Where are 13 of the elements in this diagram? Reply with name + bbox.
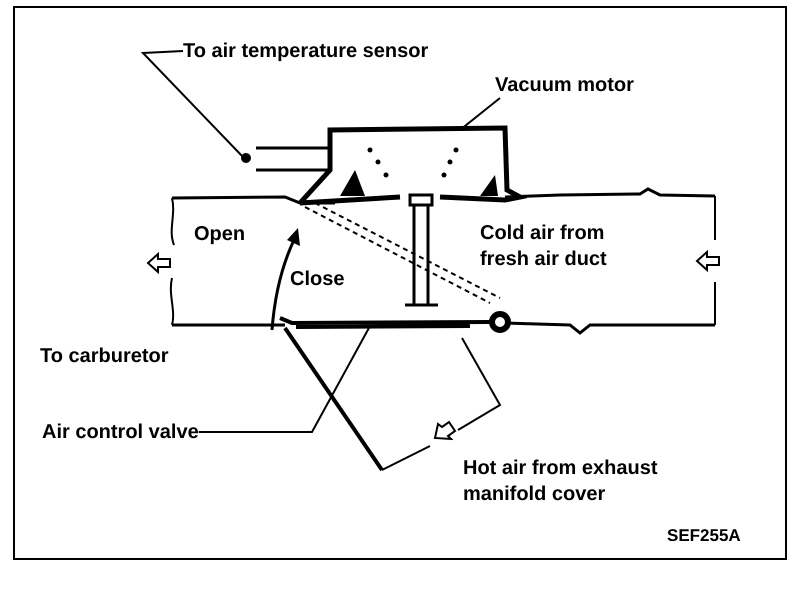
leader-line bbox=[140, 50, 244, 158]
figure-code: SEF255A bbox=[667, 525, 742, 547]
part-label: Vacuum motor bbox=[495, 73, 634, 98]
airflow-label: Cold air from fresh air duct bbox=[480, 221, 608, 272]
valve-state-label: Close bbox=[290, 267, 346, 292]
valve-flap bbox=[278, 316, 492, 329]
valve-state-label: Open bbox=[194, 222, 246, 247]
airflow-label: Hot air from exhaust manifold cover bbox=[463, 456, 658, 507]
airflow-label: To carburetor bbox=[40, 344, 170, 369]
part-label: To air temperature sensor bbox=[183, 39, 428, 64]
leader-line bbox=[198, 326, 371, 433]
vacuum-motor bbox=[298, 125, 528, 206]
part-label: Air control valve bbox=[42, 420, 199, 445]
